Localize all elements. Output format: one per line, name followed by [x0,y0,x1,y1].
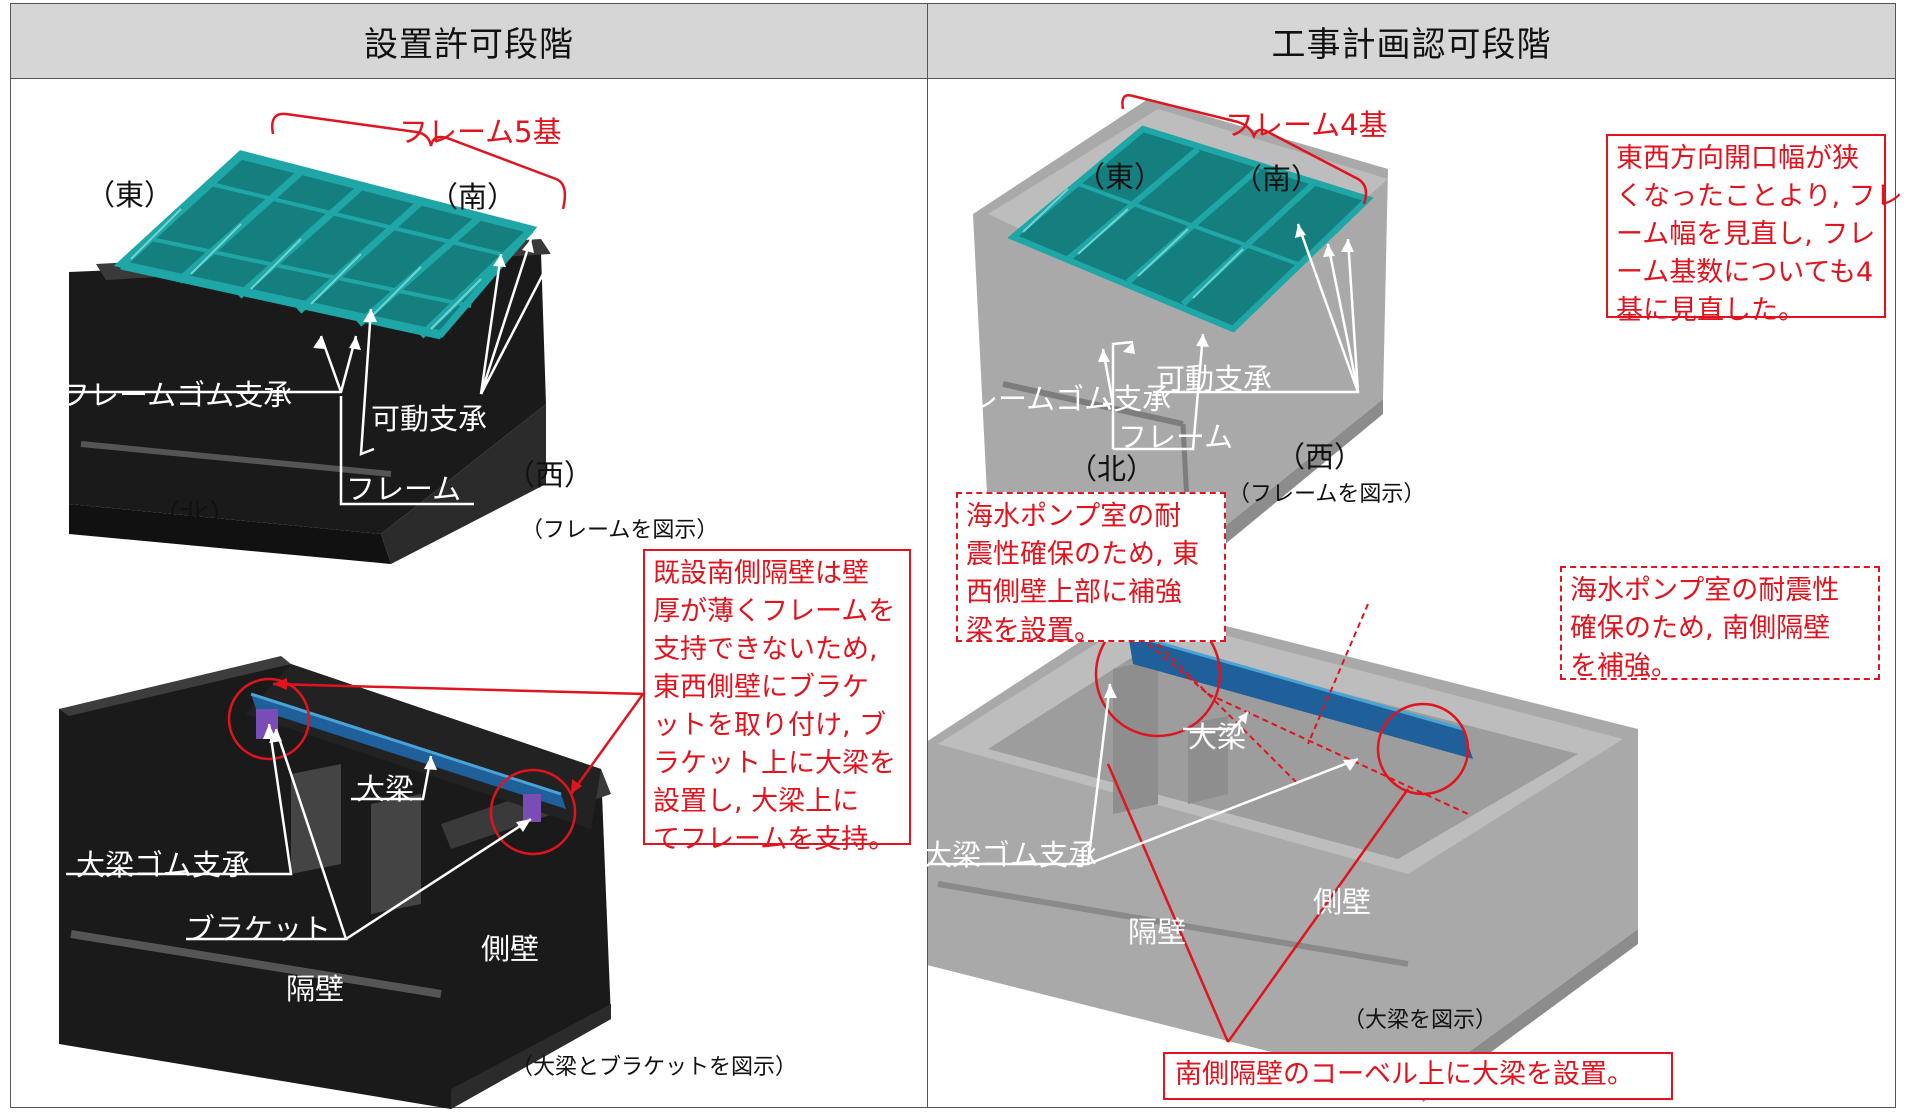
right-east-label: （東） [1076,160,1164,194]
left-movable-bearing-label: 可動支承 [371,402,488,436]
right-girder-label: 大梁 [1188,720,1247,754]
right-west-label: （西） [1276,440,1364,474]
right-panel-construction-plan-stage: 工事計画認可段階 [923,3,1903,1108]
right-south-label: （南） [1233,162,1321,196]
right-top-caption: （フレームを図示） [1228,482,1426,507]
right-frame-label: フレーム [1118,420,1234,454]
right-north-label: （北） [1068,452,1156,486]
left-bottom-girder-illustration [59,656,645,1109]
left-panel-permit-stage: 設置許可段階 [10,3,928,1109]
right-top-note: 東西方向開口幅が狭 くなったことより, フレ ーム幅を見直し, フレ ーム基数に… [1606,134,1903,326]
right-top-frame-illustration [973,94,1388,579]
left-girder-label: 大梁 [356,772,415,806]
left-frames-count-label: フレーム5基 [399,115,562,149]
left-top-frame-illustration [51,112,567,564]
left-side-wall-label: 側壁 [481,932,540,966]
right-bottom-summary-note: 南側隔壁のコーベル上に大梁を設置。 [1163,1052,1673,1100]
right-frame-rubber-bearing-label: フレームゴム支承 [940,382,1172,416]
right-panel-header: 工事計画認可段階 [928,4,1895,79]
right-girder-rubber-bearing-label: 大梁ゴム支承 [923,838,1098,872]
right-bottom-caption: （大梁を図示） [1343,1008,1498,1033]
right-frames-count-label: フレーム4基 [1225,108,1388,142]
left-top-caption: （フレームを図示） [521,518,719,543]
left-south-label: （南） [429,180,517,214]
right-bottom-left-note: 海水ポンプ室の耐 震性確保のため, 東 西側壁上部に補強 梁を設置。 [956,492,1226,646]
left-bracket-label: ブラケット [186,912,332,946]
right-partition-wall-label: 隔壁 [1128,915,1187,949]
right-bottom-right-note: 海水ポンプ室の耐震性 確保のため, 南側隔壁 を補強。 [1560,566,1880,682]
left-frame-label: フレーム [346,472,462,506]
left-partition-wall-label: 隔壁 [286,972,345,1006]
left-east-label: （東） [86,178,174,212]
left-girder-rubber-bearing-label: 大梁ゴム支承 [76,848,251,882]
left-frame-rubber-bearing-label: フレームゴム支承 [61,378,293,412]
left-bottom-caption: （大梁とブラケットを図示） [511,1055,798,1080]
right-movable-bearing-label: 可動支承 [1156,362,1273,396]
left-north-label: （北） [151,498,239,532]
right-bottom-girder-illustration [928,603,1638,1102]
left-panel-header: 設置許可段階 [11,4,927,79]
left-bottom-note: 既設南側隔壁は壁 厚が薄くフレームを 支持できないため, 東西側壁にブラケ ット… [643,549,911,855]
left-west-label: （西） [506,458,594,492]
right-side-wall-label: 側壁 [1313,885,1372,919]
